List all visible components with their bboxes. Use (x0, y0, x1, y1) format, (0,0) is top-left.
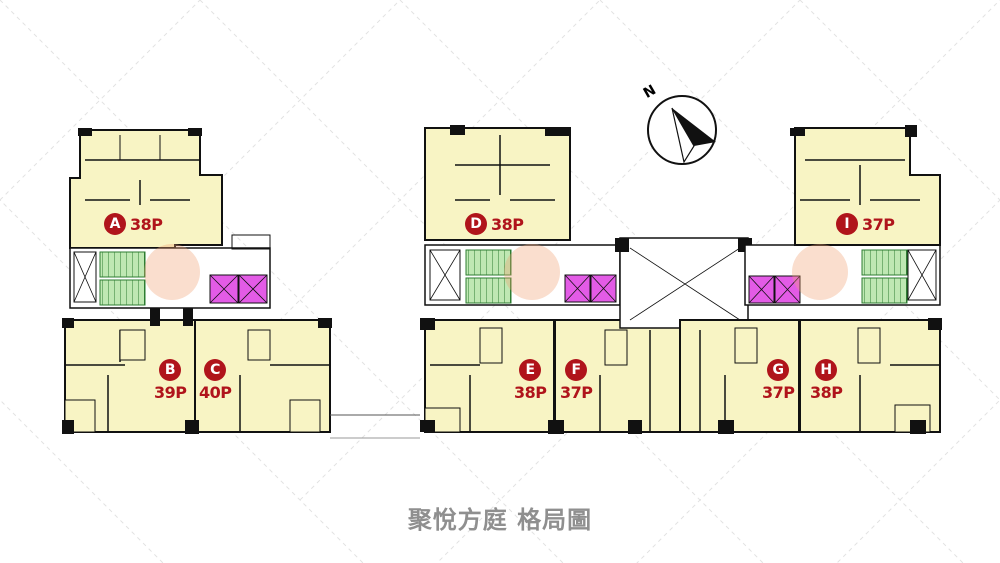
unit-c-badge: C (204, 359, 227, 381)
page-title: 聚悅方庭 格局圖 (407, 506, 593, 534)
unit-b-label: B 39P (154, 359, 187, 402)
unit-a-badge: A (104, 213, 126, 235)
unit-g-badge: G (767, 359, 790, 381)
unit-b-ping: 39P (154, 383, 187, 402)
unit-d-badge: D (465, 213, 487, 235)
watermark-logos (144, 244, 848, 300)
unit-d-label: D 38P (465, 213, 524, 235)
block-middle (420, 125, 691, 434)
unit-f-label: F 37P (560, 359, 593, 402)
block-right (679, 125, 942, 434)
atrium (615, 237, 752, 329)
unit-a-label: A 38P (104, 213, 163, 235)
unit-c-label: C 40P (199, 359, 232, 402)
unit-g-ping: 37P (762, 383, 795, 402)
unit-c-ping: 40P (199, 383, 232, 402)
unit-a-ping: 38P (130, 214, 163, 234)
block-left (62, 128, 332, 434)
unit-e-ping: 38P (514, 383, 547, 402)
compass-arrow-icon (647, 95, 717, 165)
unit-g-label: G 37P (762, 359, 795, 402)
unit-b-badge: B (159, 359, 182, 381)
unit-i-badge: I (836, 213, 858, 235)
unit-i-ping: 37P (862, 214, 895, 234)
unit-f-ping: 37P (560, 383, 593, 402)
unit-i-label: I 37P (836, 213, 895, 235)
unit-h-badge: H (815, 359, 838, 381)
north-compass: N (641, 82, 724, 168)
unit-e-badge: E (519, 359, 542, 381)
unit-h-ping: 38P (810, 383, 843, 402)
unit-e-label: E 38P (514, 359, 547, 402)
unit-f-badge: F (565, 359, 588, 381)
unit-h-label: H 38P (810, 359, 843, 402)
unit-d-ping: 38P (491, 214, 524, 234)
